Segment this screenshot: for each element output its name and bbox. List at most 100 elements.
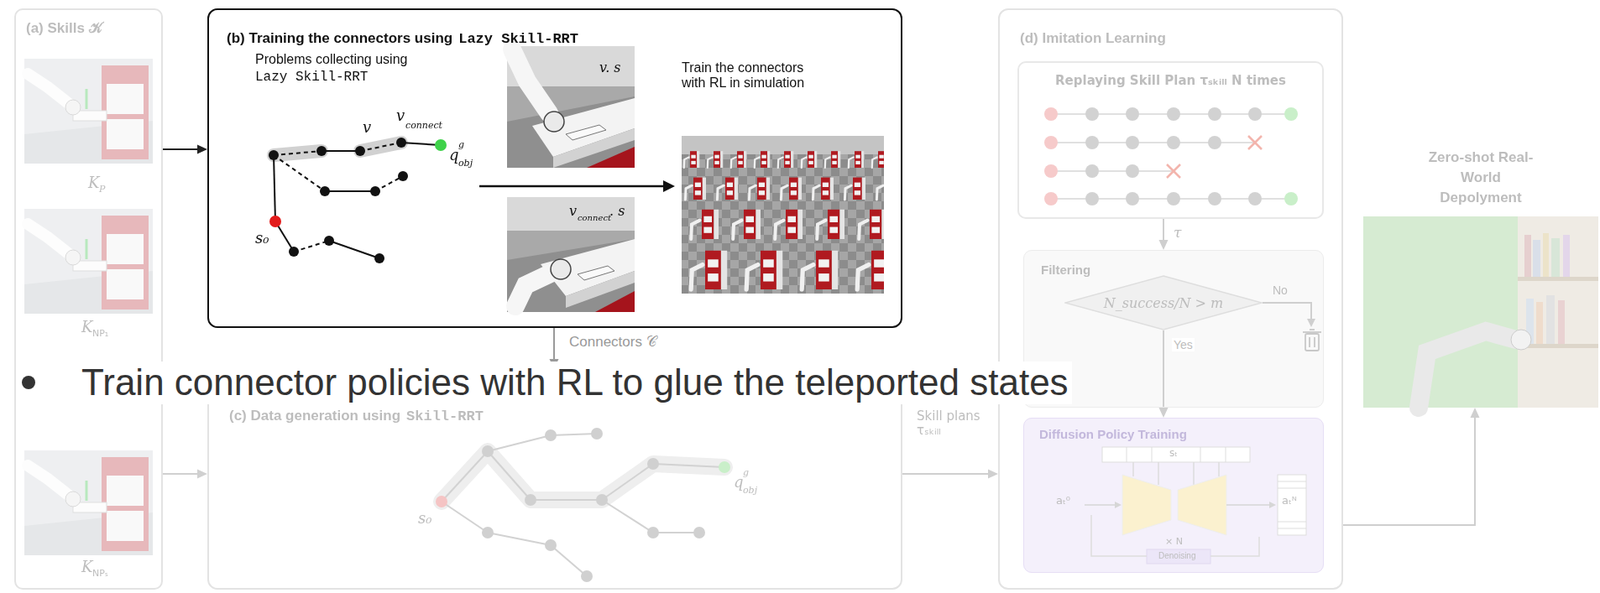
skill-rrt-tree [693,527,706,539]
state-image-v [507,46,635,168]
lazy-rrt-tree [374,253,385,264]
deployment-photo-image [1546,295,1555,345]
skill-rrt-tree [487,533,551,546]
arrow-head [197,145,208,155]
replay-rows [1125,107,1140,121]
node-heading: Replaying Skill Plan τₛₖᵢₗₗ N times [1055,73,1287,89]
lazy-rrt-tree [324,190,376,193]
skill-images [24,58,153,556]
diffusion-network [1218,462,1220,477]
skill-rrt-tree [653,532,700,534]
state-label: . s [609,203,625,220]
diffusion-network [1157,462,1160,486]
replay-rows [1085,107,1262,206]
replay-rows [1125,192,1140,206]
symbol-label: v [362,119,372,137]
connector-line [553,328,555,362]
arrow-head [988,470,999,480]
subscript-label: NP₁ [92,329,109,340]
lazy-rrt-tree [268,137,408,264]
replay-rows [1085,107,1099,121]
skill-rrt-tree [601,464,654,501]
discard-branch [1302,329,1322,351]
lazy-rrt-tree [273,151,322,156]
lazy-rrt-tree [288,246,299,257]
diffusion-fill [1023,418,1324,574]
lazy-rrt-tree [273,151,322,156]
skill-rrt-tree [647,527,659,539]
connector [162,470,208,480]
state-image-v [565,125,607,141]
diffusion-network [1132,462,1135,477]
replay-rows [1044,107,1298,206]
simulation-image [774,209,803,240]
repeat-label: × N [1165,537,1183,549]
arrow-head [1470,407,1480,419]
diffusion-network [1277,481,1307,483]
replay-rows [1248,135,1262,150]
edge-label: Yes [1171,338,1195,352]
symbol-label: aₜ⁰ [1056,495,1071,508]
node-heading-group: (b) Training the connectors using Lazy Sk… [226,30,579,48]
skill-rrt-tree [590,428,603,440]
simulation-image [690,250,727,290]
symbol-label: s₀ [418,510,432,529]
simulation-image [876,177,884,200]
diffusion-network [1091,515,1147,557]
tree-to-sim-arrow [663,180,675,193]
lazy-rrt-tree [434,139,447,152]
simulation-image [778,151,794,168]
state-image-vconnect [515,271,556,307]
diffusion-network [1122,475,1172,536]
node-heading: Lazy Skill-RRT [458,31,579,48]
simulation-image [707,151,723,168]
skill-rrt-tree [550,433,597,436]
node-heading: (c) Data generation using [229,407,401,425]
skill-rrt-tree [487,435,551,452]
skill-rrt-tree [441,451,488,502]
lazy-rrt-tree [329,240,380,259]
simulation-image [801,250,838,290]
subscript-label: connect [405,120,443,132]
replay-rows [1044,164,1058,178]
skill-symbol: K [81,318,93,337]
lazy-rrt-tree [401,142,441,146]
simulation-image [754,151,770,168]
connector-line [902,473,991,476]
symbol-label: q [449,146,460,165]
simulation-image [872,151,884,168]
state-label: v. s [599,60,622,76]
diffusion-network [1151,447,1153,463]
state-image-vconnect [595,291,635,313]
connector-line [162,148,200,151]
simulation-image [681,135,884,294]
node-heading: (b) Training the connectors using [226,30,453,48]
diffusion-network [1177,475,1227,536]
node-heading-group: Zero-shot Real-World Depolyment [1426,147,1536,209]
diffusion-network [1126,447,1128,463]
symbol-label: aₜᴺ [1281,495,1297,508]
deployment-photo-image [1517,216,1599,408]
simulation-image [746,250,783,290]
skill-rrt-tree [718,461,731,474]
simulation-image [732,209,761,240]
node-heading-group: (c) Data generation usingSkill-RRT [229,407,484,425]
replay-rows [1050,170,1174,173]
deployment-photo-image [1511,329,1532,351]
discard-branch [1309,329,1315,331]
diffusion-network [1084,504,1117,507]
deployment-photo-image [1536,302,1543,345]
state-image-v [586,146,635,168]
diffusion-network [1146,549,1211,565]
replay-rows [1248,192,1262,206]
symbol-label: sₜ [1169,448,1178,461]
diffusion-network [1269,501,1276,509]
skill-rrt-tree [481,445,494,458]
state-image-vconnect [507,197,635,313]
deployment-photo-image [1563,235,1570,278]
diffusion-network [1102,447,1250,463]
node-heading-group: (d) Imitation Learning [1019,30,1167,48]
note-text: Train the connectors with RL in simulati… [681,60,810,92]
arrow-head [1159,407,1169,419]
replay-rows [1284,192,1298,206]
